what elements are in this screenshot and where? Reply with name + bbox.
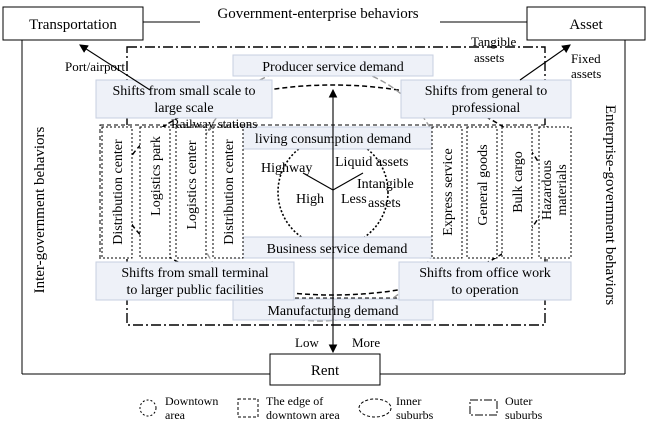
vbox-express-service: Express service [431, 126, 463, 259]
tangible-assets-line1: Tangible [471, 34, 517, 49]
legend-outer-line2: suburbs [505, 408, 543, 422]
more-label: More [352, 335, 380, 350]
shift-box-bottom-left: Shifts from small terminal to larger pub… [95, 261, 295, 301]
outer-frame [21, 21, 626, 375]
vbox-left-1-label: Distribution center [111, 139, 126, 245]
legend-downtown-line1: Downtown [165, 394, 218, 408]
vbox-left-4-label: Distribution center [222, 139, 237, 245]
legend-inner-line1: Inner [396, 394, 421, 408]
shift-box-bottom-right: Shifts from office work to operation [398, 261, 572, 301]
vbox-bulk-cargo: Bulk cargo [501, 126, 533, 259]
transportation-box: Transportation [2, 6, 144, 41]
legend-outer-line1: Outer [505, 394, 532, 408]
living-demand-bar: living consumption demand [239, 126, 441, 150]
rent-label: Rent [311, 363, 340, 379]
business-demand-label: Business service demand [267, 242, 408, 257]
asset-box: Asset [526, 6, 646, 41]
vbox-general-goods: General goods [466, 126, 498, 259]
arrows [79, 44, 571, 354]
port-airport-label: Port/airport [65, 59, 125, 74]
vbox-logistics-center: Logistics center [175, 126, 207, 259]
asset-label: Asset [569, 17, 603, 33]
shift-top-right-line1: Shifts from general to [425, 84, 547, 99]
legend-outer-symbol [469, 399, 498, 416]
high-label: High [296, 192, 324, 207]
fixed-assets-line2: assets [571, 66, 601, 81]
left-edge-label: Inter-government behaviors [32, 126, 48, 293]
railway-stations-label: Railway stations [171, 116, 257, 131]
shift-top-right-line2: professional [452, 101, 521, 116]
less-label: Less [341, 192, 367, 207]
shift-bottom-left-line2: to larger public facilities [127, 283, 264, 298]
legend-edge-symbol [237, 398, 259, 418]
vbox-distribution-center-1: Distribution center [101, 126, 133, 259]
legend-edge-line2: downtown area [266, 408, 340, 422]
vbox-right-4-label-2: materials [555, 164, 570, 215]
shift-box-top-left: Shifts from small scale to large scale [95, 79, 273, 119]
vbox-right-4-label-1: Hazardous [540, 160, 555, 220]
rent-box: Rent [269, 353, 381, 386]
tangible-assets-line2: assets [474, 50, 504, 65]
liquid-assets-label: Liquid assets [335, 155, 409, 170]
business-demand-bar: Business service demand [232, 236, 442, 259]
legend-downtown-symbol [139, 399, 157, 417]
shift-box-top-right: Shifts from general to professional [400, 79, 572, 119]
legend-downtown-line2: area [165, 408, 186, 422]
vbox-distribution-center-2: Distribution center [212, 126, 244, 259]
legend-edge-line1: The edge of [266, 394, 323, 408]
vbox-right-2-label: General goods [476, 144, 491, 225]
shift-top-left-line1: Shifts from small scale to [112, 84, 255, 99]
shift-bottom-left-line1: Shifts from small terminal [121, 266, 268, 281]
transportation-label: Transportation [29, 17, 117, 33]
shift-bottom-right-line1: Shifts from office work [419, 266, 551, 281]
highway-label: Highway [261, 161, 312, 176]
fixed-assets-line1: Fixed [571, 51, 601, 66]
producer-demand-bar: Producer service demand [232, 54, 434, 77]
intangible-assets-line1: Intangible [357, 177, 414, 192]
arrow-to-asset [519, 44, 571, 81]
vbox-left-2-label: Logistics park [149, 136, 164, 216]
shift-bottom-right-line2: to operation [451, 283, 518, 298]
vbox-left-3-label: Logistics center [185, 140, 200, 229]
vbox-right-3-label: Bulk cargo [511, 151, 526, 213]
outer-suburbs-boundary [126, 46, 546, 326]
legend: Downtown area The edge of downtown area … [139, 394, 543, 422]
low-label: Low [295, 335, 319, 350]
downtown-area-boundary [277, 136, 389, 248]
right-edge-label: Enterprise-government behaviors [602, 105, 618, 306]
arrow-to-transportation [79, 44, 151, 91]
shift-top-left-line2: large scale [154, 101, 213, 116]
producer-demand-label: Producer service demand [262, 60, 404, 75]
top-edge-label: Government-enterprise behaviors [217, 6, 418, 22]
legend-inner-line2: suburbs [396, 408, 434, 422]
branch-left [302, 172, 334, 191]
vbox-logistics-park: Logistics park [139, 126, 171, 259]
branch-right [332, 172, 364, 191]
legend-inner-symbol [358, 398, 392, 418]
vbox-right-1-label: Express service [441, 148, 456, 235]
vbox-hazardous-materials: Hazardous materials [538, 126, 572, 259]
intangible-assets-line2: assets [368, 196, 401, 211]
